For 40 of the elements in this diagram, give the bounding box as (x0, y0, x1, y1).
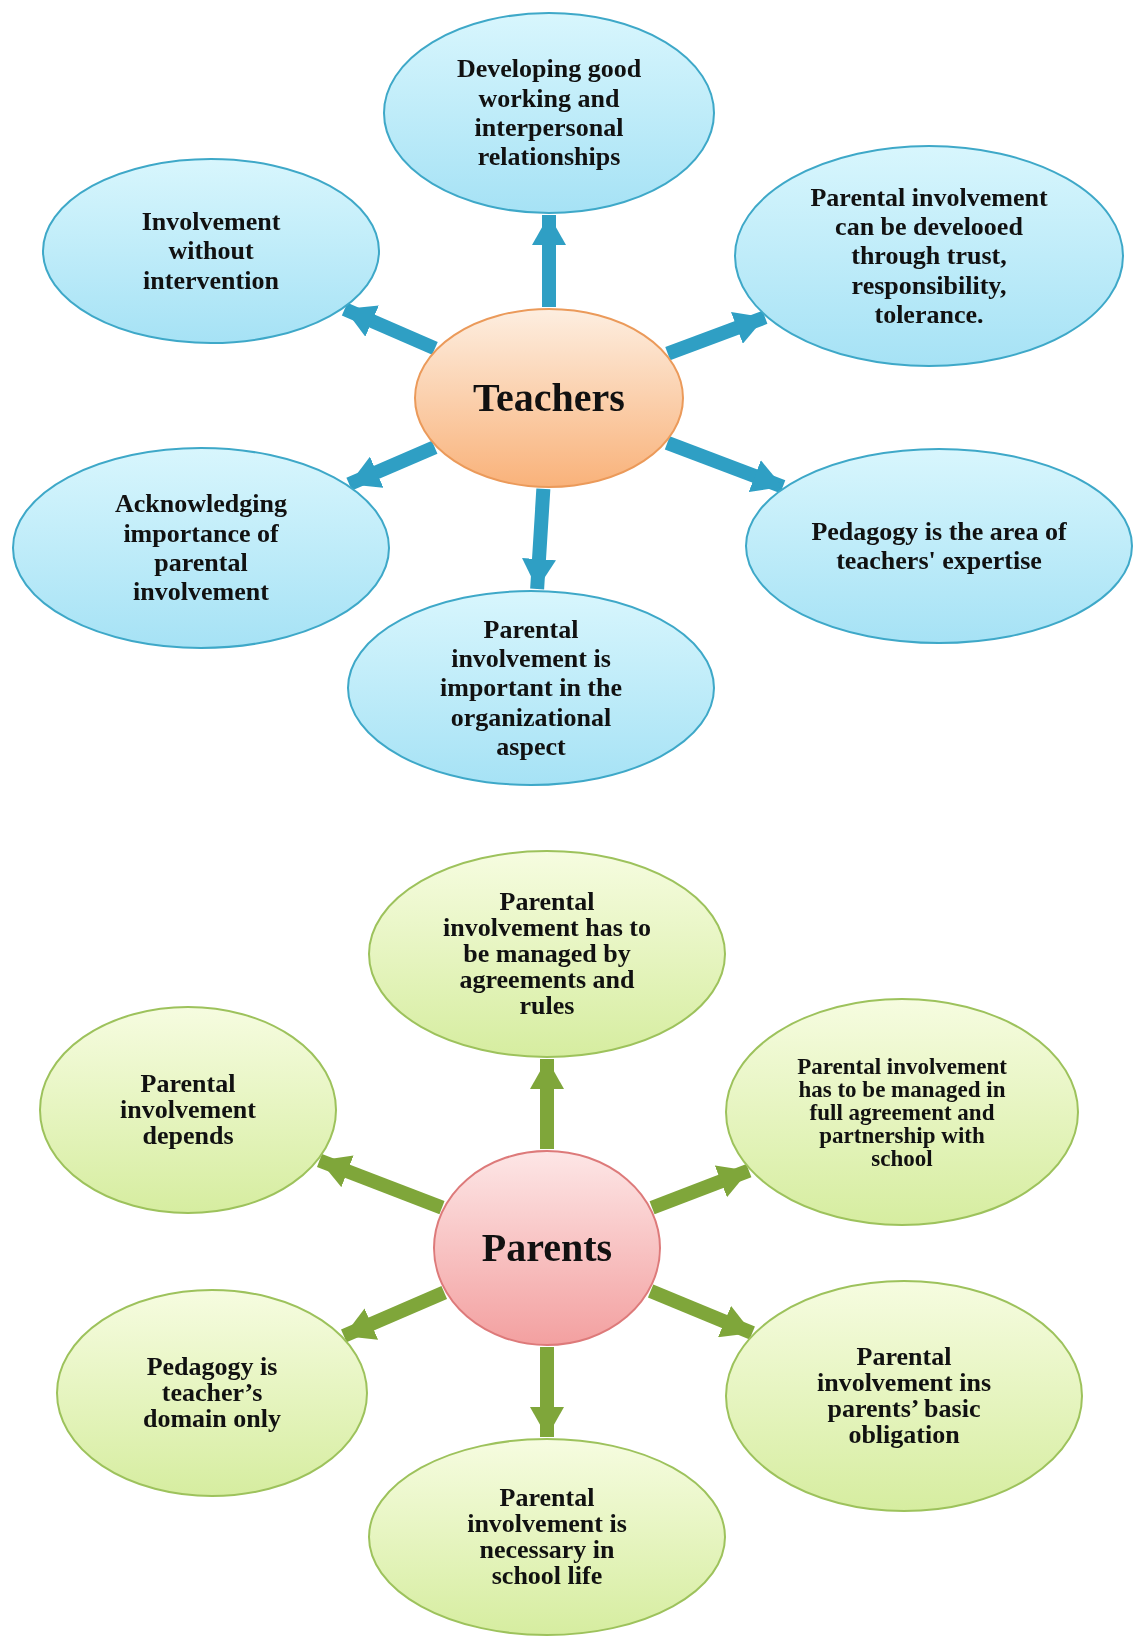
center-title: Teachers (473, 375, 625, 421)
arrow (530, 1347, 564, 1437)
node-text: Developing good working and interpersonal relationships (455, 54, 643, 172)
node-text: Pedagogy is teacher’s domain only (142, 1354, 282, 1432)
arrow (522, 488, 556, 590)
arrow (530, 1059, 564, 1149)
node-text: Parental involvement has to be managed by agreements and rules (442, 889, 652, 1019)
ellipse-node (346, 589, 716, 787)
ellipse-node (367, 849, 727, 1059)
ellipse-node (733, 144, 1125, 368)
arrow (341, 1286, 448, 1343)
node-text: Parental involvement depends (119, 1071, 257, 1149)
node-text: Parental involvement is important in the organizational aspect (439, 614, 623, 762)
arrow (532, 215, 566, 307)
ellipse-node (724, 1279, 1084, 1513)
node-text: Parental involvement is necessary in school life (466, 1485, 628, 1589)
arrow (647, 1284, 755, 1340)
node-text: Parental involvement has to be managed in full agreement and partnership with school (796, 1054, 1008, 1170)
arrow (649, 1164, 752, 1215)
ellipse-node (367, 1437, 727, 1637)
center-title: Parents (481, 1225, 613, 1271)
arrow (341, 302, 438, 355)
ellipse-node (41, 157, 381, 345)
arrow (664, 436, 786, 494)
center-ellipse (432, 1149, 662, 1347)
arrow (346, 440, 438, 491)
ellipse-node (724, 997, 1080, 1227)
arrow (665, 310, 768, 361)
node-text: Parental involvement ins parents’ basic obligation (815, 1344, 993, 1448)
node-text: Involvement without intervention (140, 206, 282, 296)
ellipse-node (382, 11, 716, 215)
center-ellipse (413, 307, 685, 489)
node-text: Acknowledging importance of parental involvement (114, 489, 288, 607)
node-text: Parental involvement can be develooed through trust, responsibility, tolerance. (809, 182, 1049, 330)
ellipse-node (744, 447, 1134, 645)
ellipse-node (11, 446, 391, 650)
arrow (316, 1154, 445, 1215)
node-text: Pedagogy is the area of teachers' expertise (810, 516, 1068, 576)
ellipse-node (55, 1288, 369, 1498)
ellipse-node (38, 1005, 338, 1215)
